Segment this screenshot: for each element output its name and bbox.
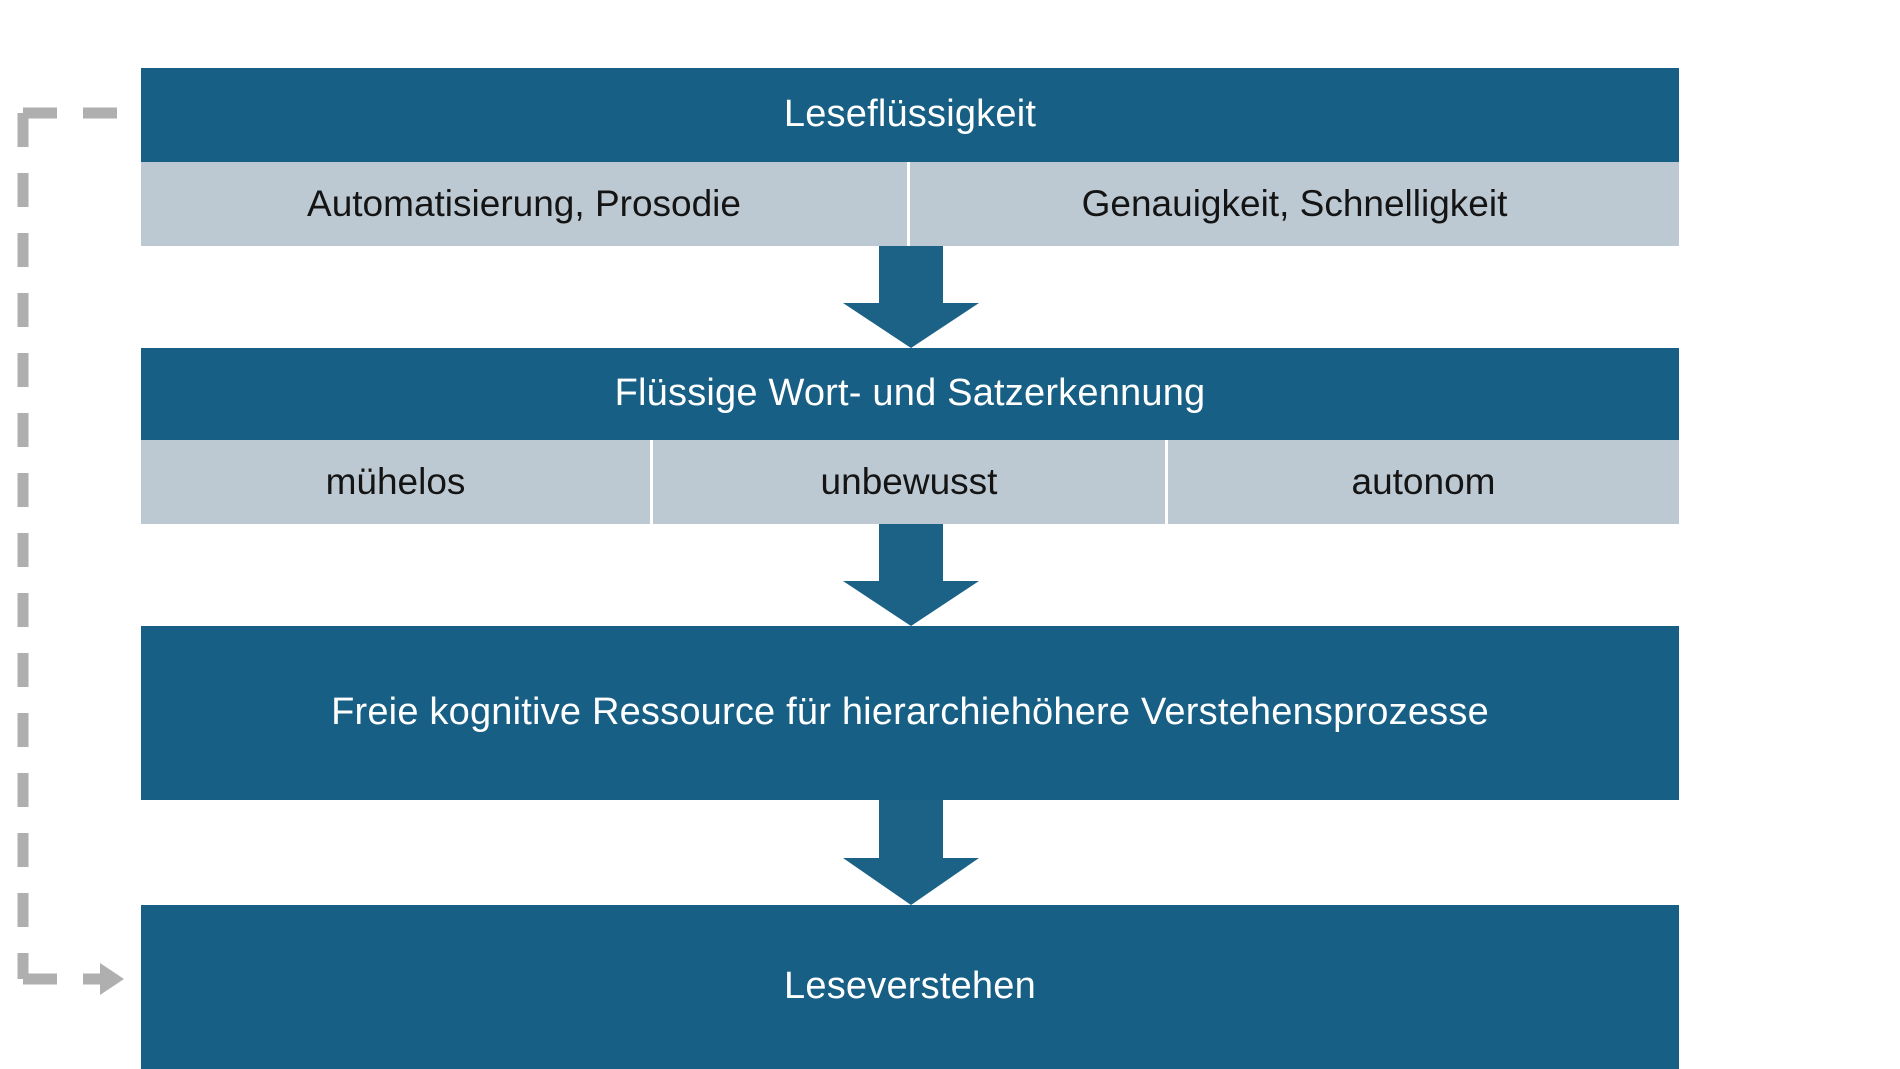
down-arrow-icon <box>843 800 979 905</box>
down-arrow-icon <box>843 246 979 348</box>
subcell-autonom: autonom <box>1165 440 1679 524</box>
block-header-label: Leseverstehen <box>784 965 1036 1008</box>
block-header-label: Freie kognitive Ressource für hierarchie… <box>331 691 1489 734</box>
block-header-flussige-wort-und-satzerkennung: Flüssige Wort- und Satzerkennung <box>141 348 1679 440</box>
subcell-label: Automatisierung, Prosodie <box>307 182 741 224</box>
subcell-unbewusst: unbewusst <box>650 440 1165 524</box>
dashed-feedback-arrow-icon <box>0 95 145 1000</box>
subcell-label: unbewusst <box>820 460 998 502</box>
block-header-leseverstehen: Leseverstehen <box>141 905 1679 1069</box>
subcell-label: Genauigkeit, Schnelligkeit <box>1081 182 1508 224</box>
subcell-label: autonom <box>1351 460 1496 502</box>
block-header-label: Leseflüssigkeit <box>783 93 1037 136</box>
block-header-freie-kognitive-ressource: Freie kognitive Ressource für hierarchie… <box>141 626 1679 800</box>
subcell-genauigkeit-schnelligkeit: Genauigkeit, Schnelligkeit <box>907 162 1679 246</box>
block-header-leseflussigkeit: Leseflüssigkeit <box>141 68 1679 162</box>
subcell-muehelos: mühelos <box>141 440 650 524</box>
block-subrow-flussige-wort-und-satzerkennung: mühelos unbewusst autonom <box>141 440 1679 524</box>
block-subrow-leseflussigkeit: Automatisierung, Prosodie Genauigkeit, S… <box>141 162 1679 246</box>
block-header-label: Flüssige Wort- und Satzerkennung <box>614 372 1206 415</box>
subcell-label: mühelos <box>325 460 466 502</box>
subcell-automatisierung-prosodie: Automatisierung, Prosodie <box>141 162 907 246</box>
down-arrow-icon <box>843 524 979 626</box>
